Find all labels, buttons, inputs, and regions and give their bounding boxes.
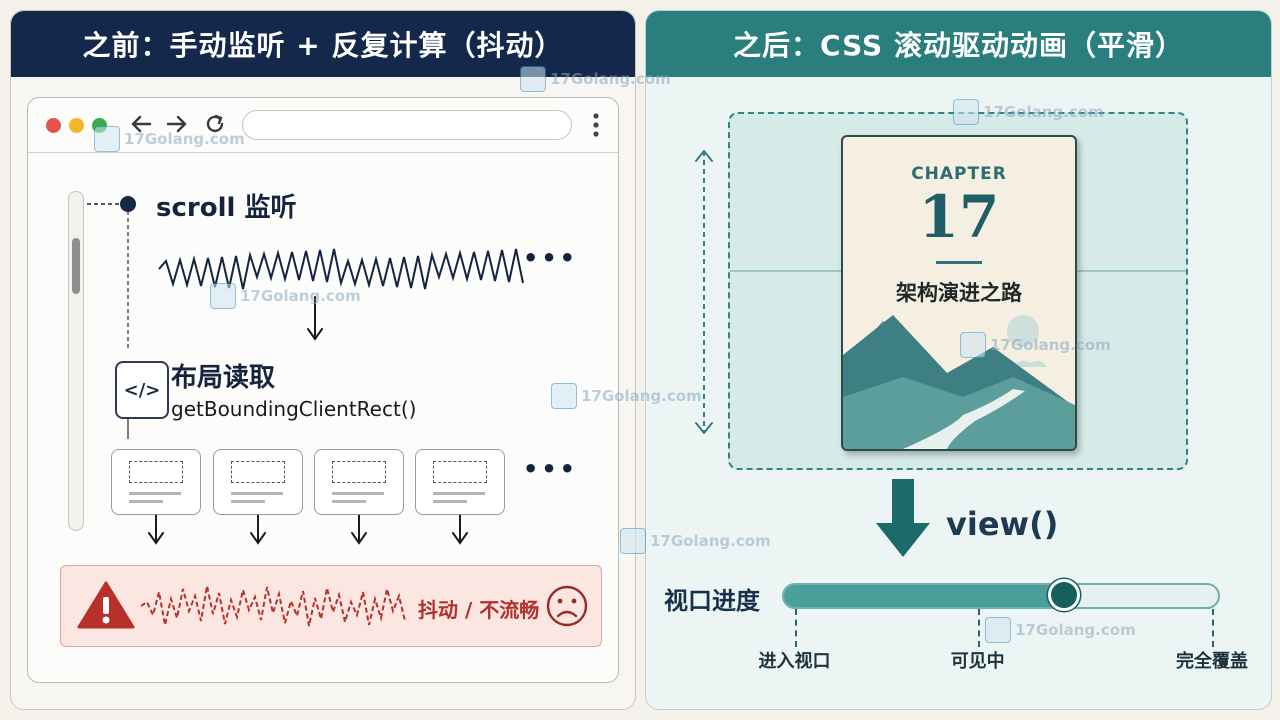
- progress-tick-label: 完全覆盖: [1176, 651, 1248, 672]
- scroll-listener-label: scroll 监听: [156, 193, 297, 223]
- watermark: 17Golang.com: [551, 383, 702, 409]
- progress-tick-label: 可见中: [950, 651, 1005, 672]
- watermark: 17Golang.com: [953, 99, 1104, 125]
- viewport-progress-label: 视口进度: [664, 587, 760, 615]
- mountain-landscape-illustration: [843, 315, 1075, 449]
- view-function-label: view(): [946, 505, 1059, 543]
- scroll-event-wave: [158, 248, 524, 290]
- watermark-logo-icon: [520, 66, 546, 92]
- before-header: 之前：手动监听 + 反复计算（抖动）: [11, 11, 635, 77]
- watermark: 17Golang.com: [210, 283, 361, 309]
- chapter-number: 17: [918, 183, 1000, 251]
- progress-tick: [1212, 609, 1214, 647]
- progress-tick-label: 进入视口: [758, 651, 831, 672]
- minimize-dot[interactable]: [69, 118, 84, 133]
- forward-arrow-icon[interactable]: [166, 114, 188, 134]
- jank-label: 抖动 / 不流畅: [418, 598, 540, 622]
- before-panel: 之前：手动监听 + 反复计算（抖动）: [10, 10, 636, 710]
- reload-icon[interactable]: [204, 113, 226, 135]
- watermark: 17Golang.com: [520, 66, 671, 92]
- layout-card: [415, 449, 505, 515]
- watermark-logo-icon: [94, 126, 120, 152]
- menu-dots-icon[interactable]: [592, 112, 600, 138]
- close-dot[interactable]: [46, 118, 61, 133]
- jank-warning-box: 抖动 / 不流畅: [60, 565, 602, 647]
- layout-card: [111, 449, 201, 515]
- watermark-logo-icon: [985, 617, 1011, 643]
- watermark-logo-icon: [210, 283, 236, 309]
- chapter-label: CHAPTER: [911, 164, 1007, 184]
- watermark: 17Golang.com: [94, 126, 245, 152]
- watermark-logo-icon: [620, 528, 646, 554]
- after-title: 之后：CSS 滚动驱动动画（平滑）: [733, 29, 1184, 62]
- layout-read-function: getBoundingClientRect(): [171, 397, 417, 421]
- sad-face-icon: [546, 585, 588, 627]
- viewport-progress-knob[interactable]: [1048, 579, 1081, 611]
- url-bar[interactable]: [242, 110, 572, 140]
- layout-read-label: 布局读取: [171, 363, 276, 393]
- watermark-logo-icon: [551, 383, 577, 409]
- watermark: 17Golang.com: [960, 332, 1111, 358]
- after-panel: 之后：CSS 滚动驱动动画（平滑） CHAPTER 17 架构演进之路 view…: [645, 10, 1272, 710]
- watermark-logo-icon: [953, 99, 979, 125]
- chapter-rule: [936, 261, 982, 264]
- viewport-progress-fill: [784, 585, 1067, 607]
- layout-card: [213, 449, 303, 515]
- after-header: 之后：CSS 滚动驱动动画（平滑）: [646, 11, 1271, 77]
- before-title: 之前：手动监听 + 反复计算（抖动）: [82, 29, 564, 62]
- watermark-logo-icon: [960, 332, 986, 358]
- watermark: 17Golang.com: [985, 617, 1136, 643]
- book-cover: CHAPTER 17 架构演进之路: [841, 135, 1077, 451]
- more-cards-ellipsis: •••: [523, 455, 579, 483]
- back-arrow-icon[interactable]: [130, 114, 152, 134]
- watermark: 17Golang.com: [620, 528, 771, 554]
- progress-tick: [977, 609, 980, 647]
- progress-tick: [794, 609, 797, 647]
- scroll-event-dot: [120, 196, 136, 212]
- layout-card: [314, 449, 404, 515]
- warning-icon: [77, 581, 135, 629]
- vertical-scroll-arrow-icon: [695, 150, 713, 434]
- jank-wave: [141, 585, 406, 627]
- scrollbar-thumb[interactable]: [72, 238, 80, 294]
- viewport-progress-track[interactable]: [782, 583, 1220, 609]
- browser-toolbar: [28, 98, 618, 153]
- before-flow-diagram: [87, 196, 524, 545]
- scrollbar-track[interactable]: [68, 191, 84, 531]
- big-down-arrow-icon: [876, 479, 930, 557]
- code-icon: </>: [115, 361, 169, 419]
- book-title: 架构演进之路: [896, 281, 1022, 305]
- more-events-ellipsis: •••: [523, 244, 579, 272]
